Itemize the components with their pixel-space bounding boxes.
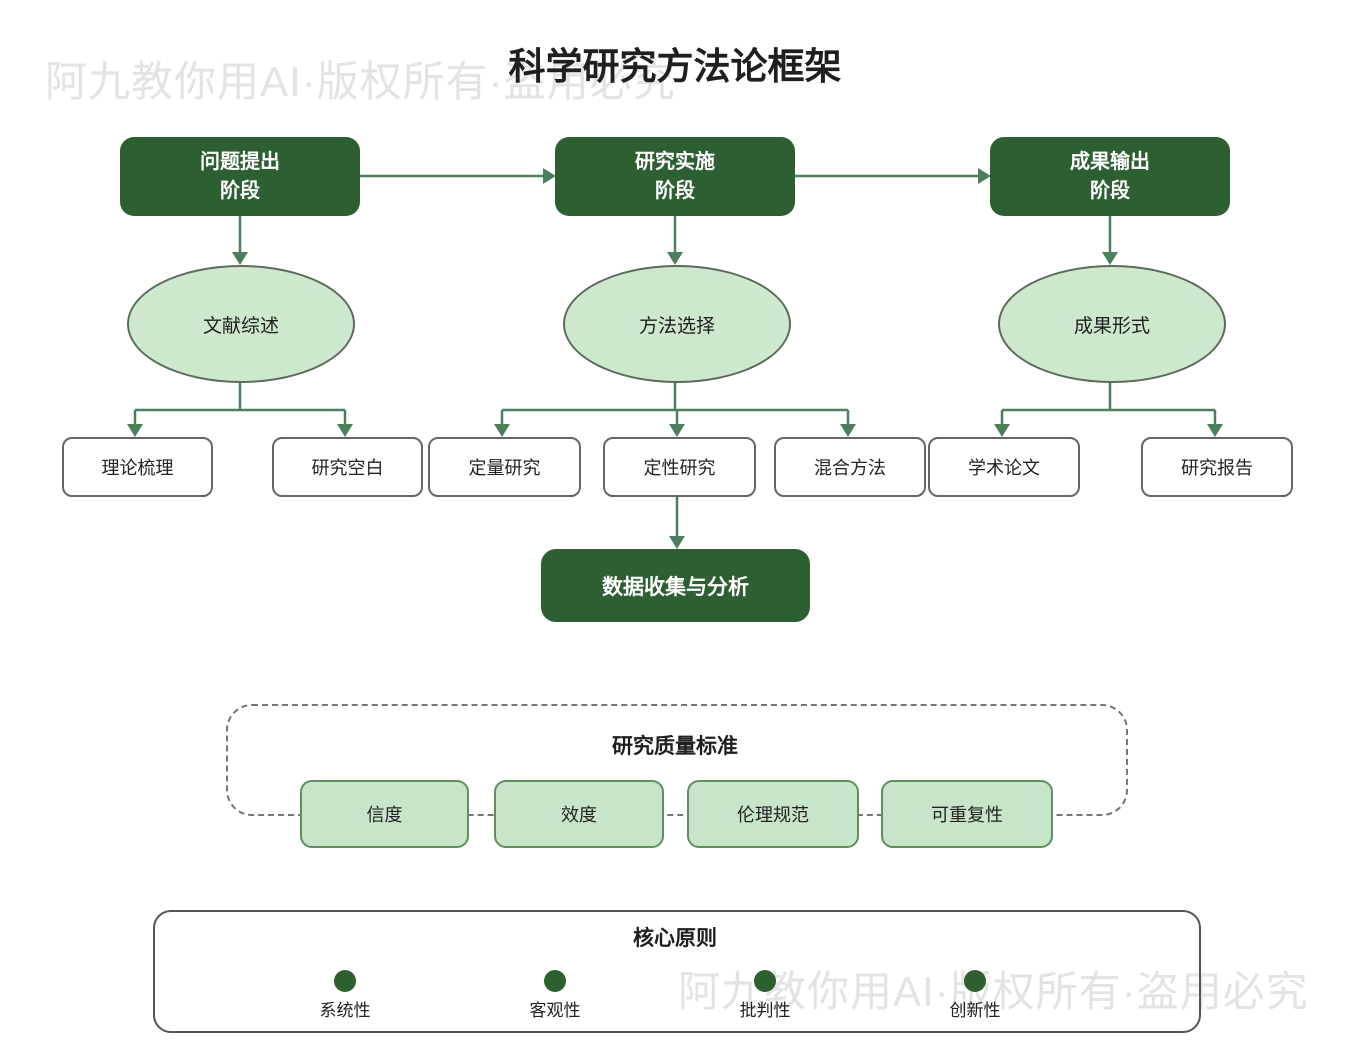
principle-label-critical: 批判性 (739, 1001, 791, 1020)
leaf-research-gap: 研究空白 (272, 437, 423, 497)
stage-box-output: 成果输出 阶段 (990, 137, 1230, 216)
principle-dot-icon (544, 970, 566, 992)
page-title: 科学研究方法论框架 (508, 46, 842, 87)
data-collection-analysis-box: 数据收集与分析 (541, 549, 810, 622)
watermark-bottom: 阿九教你用AI·版权所有·盗用必究 (678, 968, 1309, 1015)
stage-label-line: 研究实施 (635, 150, 715, 173)
leaf-theory-review: 理论梳理 (62, 437, 213, 497)
principle-dot-icon (964, 970, 986, 992)
ellipse-method-selection: 方法选择 (563, 265, 791, 383)
watermark-top: 阿九教你用AI·版权所有·盗用必究 (45, 58, 676, 105)
stage-box-problem: 问题提出 阶段 (120, 137, 360, 216)
branch-ellipse3-to-leaves (994, 380, 1223, 437)
ellipse-literature-review: 文献综述 (127, 265, 355, 383)
quality-item-ethics: 伦理规范 (687, 780, 859, 848)
leaf-mixed-methods: 混合方法 (774, 437, 926, 497)
arrow-qualitative-to-databox (669, 493, 685, 549)
quality-standards-title: 研究质量标准 (612, 735, 738, 758)
quality-item-reliability: 信度 (300, 780, 469, 848)
principle-label-systematic: 系统性 (319, 1001, 371, 1020)
principle-label-innovative: 创新性 (949, 1001, 1001, 1020)
arrow-stage2-to-stage3 (795, 168, 991, 184)
stage-label-line: 阶段 (220, 179, 260, 202)
stage-box-implementation: 研究实施 阶段 (555, 137, 795, 216)
leaf-research-report: 研究报告 (1141, 437, 1293, 497)
arrow-stage1-to-ellipse1 (232, 216, 248, 265)
principle-dot-icon (334, 970, 356, 992)
leaf-academic-paper: 学术论文 (928, 437, 1080, 497)
quality-item-replicability: 可重复性 (881, 780, 1053, 848)
leaf-qualitative: 定性研究 (603, 437, 756, 497)
stage-label-line: 成果输出 (1070, 150, 1150, 173)
core-principles-title: 核心原则 (633, 927, 717, 950)
arrow-stage2-to-ellipse2 (667, 216, 683, 265)
core-principles-container (153, 910, 1201, 1033)
principle-label-objective: 客观性 (529, 1001, 581, 1020)
leaf-quantitative: 定量研究 (428, 437, 581, 497)
branch-ellipse1-to-leaves (127, 380, 353, 437)
principle-dot-icon (754, 970, 776, 992)
quality-standards-container (226, 704, 1128, 816)
arrow-stage1-to-stage2 (360, 168, 556, 184)
stage-label-line: 阶段 (1090, 179, 1130, 202)
quality-item-validity: 效度 (494, 780, 664, 848)
stage-label-line: 阶段 (655, 179, 695, 202)
arrow-stage3-to-ellipse3 (1102, 216, 1118, 265)
ellipse-output-form: 成果形式 (998, 265, 1226, 383)
stage-label-line: 问题提出 (200, 150, 280, 173)
branch-ellipse2-to-leaves (494, 380, 856, 437)
